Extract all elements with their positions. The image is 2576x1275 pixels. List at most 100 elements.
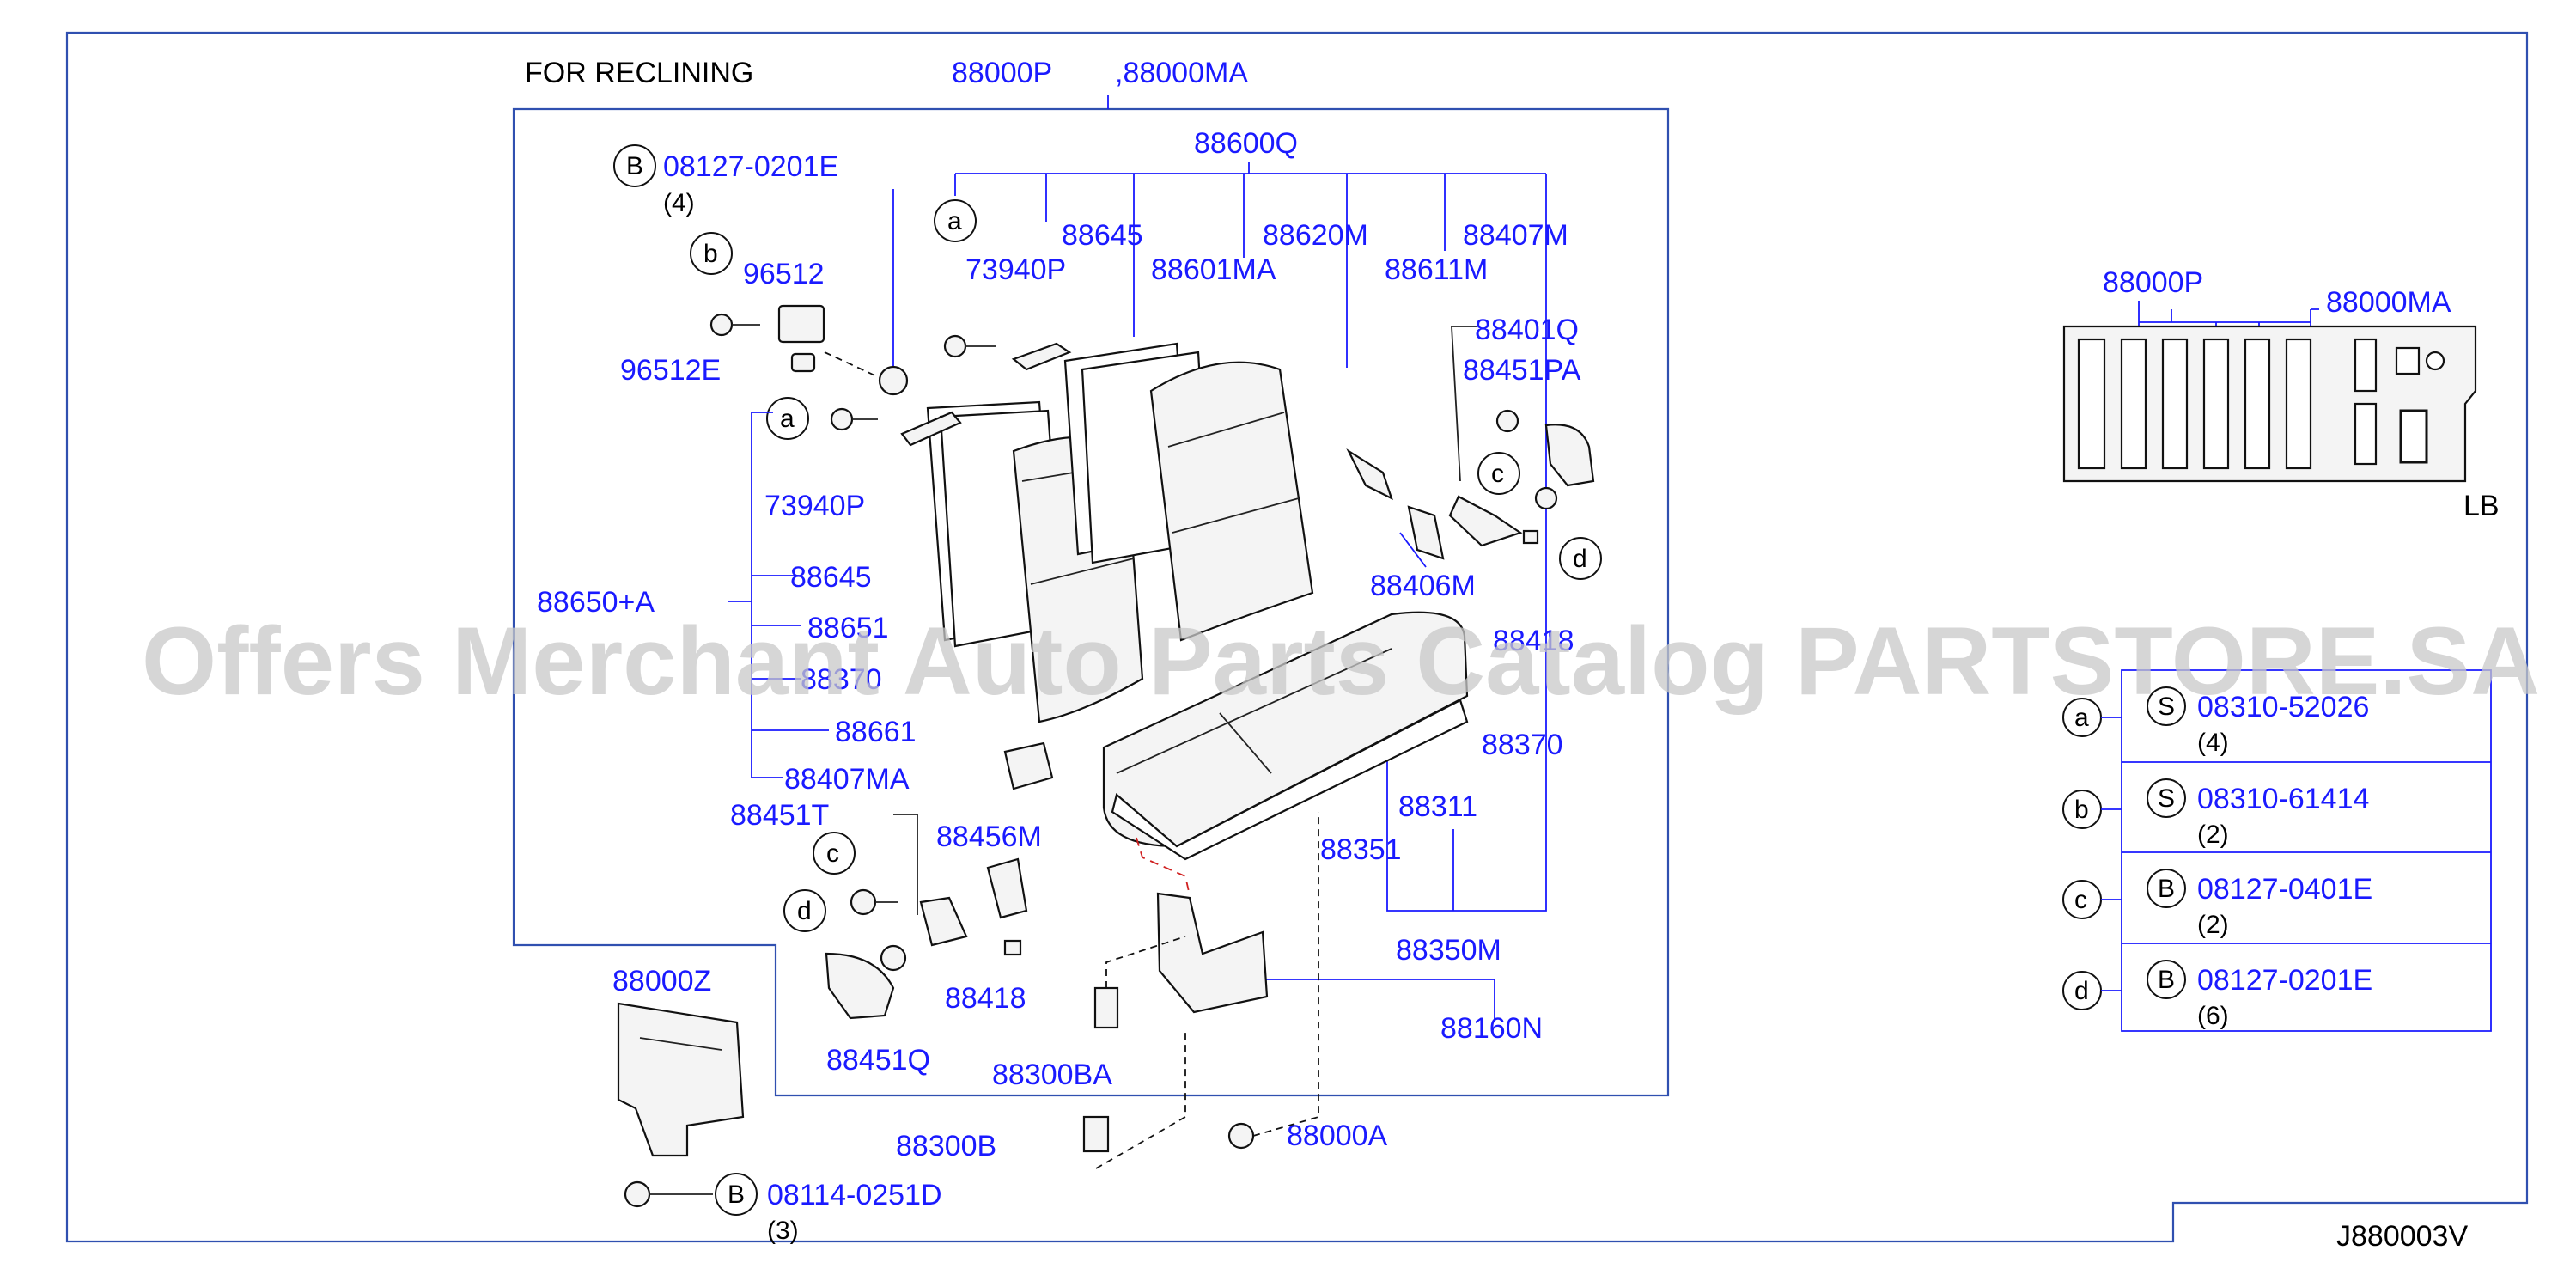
bolt-c-low [850,888,898,916]
bolt-a-top [943,334,996,358]
label-88351[interactable]: 88351 [1320,833,1402,866]
label-88650a[interactable]: 88650+A [537,586,655,619]
svg-text:c: c [1491,460,1504,488]
outer-frame [65,31,2529,1243]
label-96512[interactable]: 96512 [743,258,825,290]
marker-c-low: c [813,832,856,875]
bolt-88300b [1082,1031,1186,1169]
label-88451pa[interactable]: 88451PA [1463,354,1581,387]
bolt-d-low [880,939,1022,972]
mini-overview: 88000P 88000MA LB [2062,266,2500,522]
label-88611m[interactable]: 88611M [1385,253,1488,286]
leader-88650a [728,412,829,778]
label-88651[interactable]: 88651 [807,612,889,644]
fastener-table [2121,669,2492,1032]
svg-text:c: c [826,839,839,868]
diagram-code: J880003V [2336,1220,2468,1253]
label-88418-low[interactable]: 88418 [945,982,1026,1015]
leader-88160n [1256,979,1495,1022]
fastener-qty: (2) [2197,911,2229,939]
label-88000ma[interactable]: ,88000MA [1115,57,1248,89]
marker-d-right: d [1559,537,1602,580]
seat-cushion-illustration [1102,611,1469,861]
fastener-type: B [2158,966,2175,994]
label-88000a[interactable]: 88000A [1287,1119,1388,1152]
label-96512e[interactable]: 96512E [620,354,721,387]
label-88300b[interactable]: 88300B [896,1130,996,1162]
label-88645-top[interactable]: 88645 [1062,219,1143,252]
bolt-b [709,313,760,337]
fastener-type: B [2158,875,2175,903]
marker-c-right: c [1477,452,1520,495]
fastener-type-marker [2147,778,2186,818]
fastener-row: d B 08127-0201E (6) [2062,960,2372,1030]
fastener-type-marker [2147,686,2186,726]
bracket-88620m [1346,448,1393,501]
label-mini-88000ma[interactable]: 88000MA [2326,286,2451,319]
bolt-c-right [1495,409,1519,433]
qty-b-bottom: (3) [767,1217,799,1245]
label-88620m[interactable]: 88620M [1263,219,1368,252]
label-88645-left[interactable]: 88645 [790,561,872,594]
clip-96512 [777,304,825,344]
fastener-part-number[interactable]: 08310-52026 [2197,691,2369,723]
fastener-part-number[interactable]: 08127-0201E [2197,964,2372,997]
watermark: Offers Merchant Auto Parts Catalog PARTS… [142,607,2540,715]
label-88300ba[interactable]: 88300BA [992,1058,1112,1091]
qty-b-top: (4) [663,189,695,217]
label-88000z[interactable]: 88000Z [612,965,711,997]
clip-96512e [790,352,816,373]
fastener-part-number[interactable]: 08127-0401E [2197,873,2372,906]
label-73940p-top[interactable]: 73940P [965,253,1066,286]
fastener-type: S [2158,692,2175,721]
label-mini-lb: LB [2463,490,2500,522]
svg-text:b: b [703,240,718,268]
heading: FOR RECLINING [525,57,753,89]
label-88661[interactable]: 88661 [835,716,917,748]
fastener-key: c [2074,886,2087,914]
label-88350m[interactable]: 88350M [1396,934,1501,967]
svg-text:a: a [947,207,962,235]
bolt-a-left [830,407,878,431]
fastener-type-marker [2147,869,2186,908]
label-88160n[interactable]: 88160N [1440,1012,1543,1045]
label-88451t[interactable]: 88451T [730,799,829,832]
label-mini-88000p[interactable]: 88000P [2103,266,2203,299]
fastener-key: d [2074,977,2089,1005]
bolt-88300ba [1093,936,1186,1029]
label-88370-right[interactable]: 88370 [1482,729,1563,761]
leader-88600q [954,162,1547,368]
fastener-qty: (6) [2197,1002,2229,1030]
lever-88456m [986,857,1028,919]
label-88407m[interactable]: 88407M [1463,219,1568,252]
svg-text:B: B [728,1180,745,1209]
label-88401q[interactable]: 88401Q [1475,314,1579,346]
bracket-88406m [1407,505,1445,560]
label-88600q[interactable]: 88600Q [1194,127,1298,160]
label-88000p[interactable]: 88000P [952,57,1052,89]
label-73940p-left[interactable]: 73940P [764,490,865,522]
label-88370-left[interactable]: 88370 [801,663,882,696]
fastener-key: a [2074,704,2089,732]
fastener-part-number[interactable]: 08310-61414 [2197,783,2369,815]
leader-88350m [1386,230,1547,912]
leader-88451t [893,814,918,915]
label-88451q[interactable]: 88451Q [826,1044,930,1077]
label-88601ma[interactable]: 88601MA [1151,253,1276,286]
group-frame [512,107,1670,1097]
cover-88451pa [1544,424,1595,487]
label-08127-0201e-top[interactable]: 08127-0201E [663,150,838,183]
label-88407ma[interactable]: 88407MA [784,763,910,796]
svg-text:a: a [780,405,795,433]
marker-b-top: b [690,232,733,275]
label-88456m[interactable]: 88456M [936,821,1042,853]
label-88406m[interactable]: 88406M [1370,570,1476,602]
leader-88406m [1399,532,1427,568]
label-08114-0251d[interactable]: 08114-0251D [767,1179,942,1211]
callout-b-top: B [613,144,656,187]
label-88418-right[interactable]: 88418 [1493,625,1574,657]
label-88311[interactable]: 88311 [1398,790,1477,823]
